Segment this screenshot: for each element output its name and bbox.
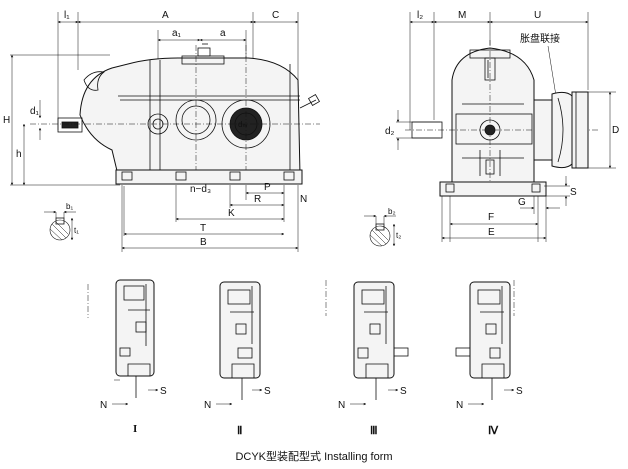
dim-d2: d₂ — [385, 126, 395, 137]
dim-S-side: S — [570, 187, 577, 198]
dim-l1: l₁ — [64, 10, 70, 21]
dim-K: K — [228, 208, 235, 219]
install-3-numeral: Ⅲ — [370, 425, 378, 437]
dim-R: R — [254, 194, 261, 205]
install-form-1: S N I — [87, 279, 167, 435]
dim-l2: l₂ — [417, 10, 423, 21]
dim-U: U — [534, 10, 541, 21]
install-4-S: S — [516, 386, 523, 397]
dim-C: C — [272, 10, 279, 21]
figure-caption: DCYK型装配型式 Installing form — [235, 449, 392, 463]
dim-d1: d₁ — [30, 106, 40, 117]
dim-h: h — [16, 149, 22, 160]
install-4-numeral: Ⅳ — [488, 425, 499, 437]
dim-a1: a₁ — [172, 28, 182, 39]
dim-t1: t₁ — [74, 226, 79, 235]
coupling-label: 胀盘联接 — [520, 32, 560, 45]
key-section-d1: b₁ t₁ — [44, 202, 79, 241]
key-section-d2: b₂ t₂ — [364, 207, 401, 247]
dim-P: P — [264, 182, 271, 193]
dim-a: a — [220, 28, 226, 39]
dim-D: D — [612, 125, 619, 136]
dim-dm: dₘ — [238, 120, 247, 129]
dim-F: F — [488, 212, 494, 223]
install-4-N: N — [456, 400, 463, 411]
install-form-4: S N Ⅳ — [455, 280, 523, 437]
dim-A: A — [162, 10, 169, 21]
dim-G: G — [518, 197, 526, 208]
install-1-N: N — [100, 400, 107, 411]
dim-E: E — [488, 227, 495, 238]
install-1-S: S — [160, 386, 167, 397]
side-view: l₂ M U 胀盘联接 d₂ — [364, 10, 619, 247]
install-3-S: S — [400, 386, 407, 397]
install-2-numeral: Ⅱ — [237, 425, 242, 437]
dim-H: H — [3, 115, 10, 126]
install-2-N: N — [204, 400, 211, 411]
install-3-N: N — [338, 400, 345, 411]
dim-b2: b₂ — [388, 207, 396, 216]
dim-T: T — [200, 223, 206, 234]
dim-b1: b₁ — [66, 202, 73, 211]
install-form-2: S N Ⅱ — [204, 281, 271, 437]
dim-B: B — [200, 237, 207, 248]
install-1-numeral: I — [133, 423, 137, 435]
install-form-3: S N Ⅲ — [325, 280, 409, 437]
install-2-S: S — [264, 386, 271, 397]
dim-n-d3: n−d₃ — [190, 184, 211, 195]
front-view: l₁ A C a₁ a H h d₁ — [3, 10, 321, 252]
dim-t2: t₂ — [396, 231, 401, 240]
dim-N-front: N — [300, 194, 307, 205]
dim-M: M — [458, 10, 466, 21]
